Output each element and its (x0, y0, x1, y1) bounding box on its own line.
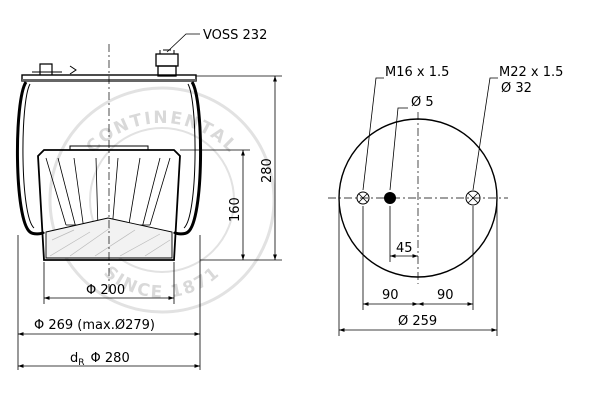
side-view: VOSS 232 280 160 Φ 200 Φ 269 (max.Ø279) … (15, 28, 282, 370)
right-offset-label: 90 (437, 288, 454, 303)
piston-diameter-label: Φ 200 (86, 283, 125, 298)
height-total-label: 280 (260, 158, 275, 183)
thread-left-hole (356, 191, 370, 205)
valve-label: VOSS 232 (203, 28, 267, 43)
bellow-outline (15, 81, 203, 236)
top-view: M16 x 1.5 Ø 5 M22 x 1.5 Ø 32 45 90 90 Ø … (328, 65, 563, 336)
bellow-diameter-label: Φ 269 (max.Ø279) (34, 318, 155, 333)
thread-right-label: M22 x 1.5 (499, 65, 563, 80)
height-piston-label: 160 (228, 197, 243, 222)
plate-diameter-label: Ø 259 (398, 314, 437, 329)
hole-offset-label: 45 (396, 241, 413, 256)
hole-diameter-label: Ø 5 (411, 95, 434, 110)
air-hole (384, 192, 396, 204)
thread-right-diameter-label: Ø 32 (501, 81, 532, 96)
left-offset-label: 90 (382, 288, 399, 303)
thread-left-label: M16 x 1.5 (385, 65, 449, 80)
valve-leader: VOSS 232 (166, 28, 267, 53)
thread-right-hole (465, 190, 481, 206)
